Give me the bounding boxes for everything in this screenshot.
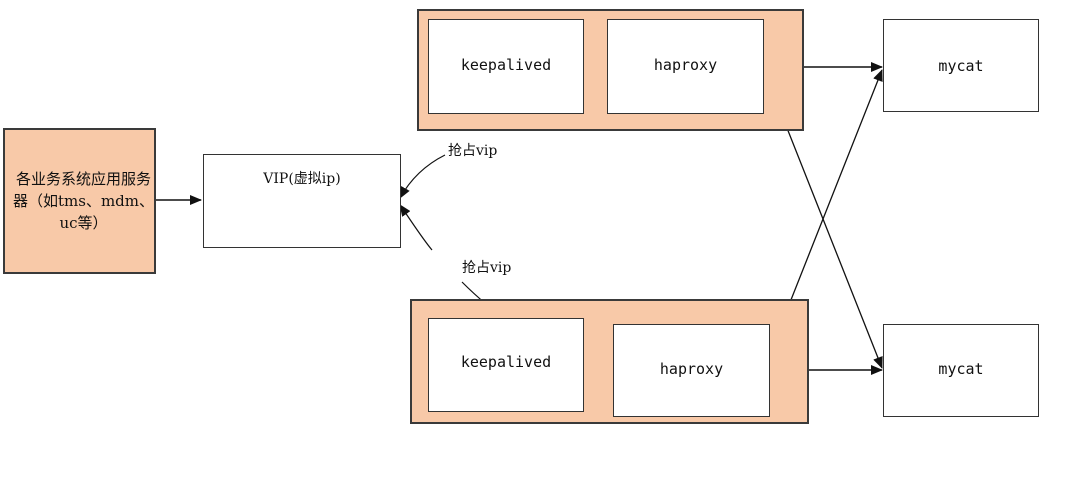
app-server-label: 各业务系统应用服务器（如tms、mdm、uc等） bbox=[13, 170, 154, 232]
mycat-top-box bbox=[883, 19, 1039, 112]
arrow-bottom-grab-vip bbox=[399, 204, 433, 251]
haproxy-bottom-label: haproxy bbox=[659, 360, 724, 378]
keepalived-bottom-box bbox=[428, 318, 584, 412]
vip-label: VIP(虚拟ip) bbox=[263, 171, 341, 187]
mycat-top-label: mycat bbox=[938, 57, 984, 75]
grab-vip-label-bottom: 抢占vip bbox=[462, 260, 512, 276]
keepalived-top-box bbox=[428, 19, 584, 114]
grab-vip-label-top: 抢占vip bbox=[448, 143, 498, 159]
keepalived-bottom-label: keepalived bbox=[460, 353, 552, 371]
app-server-box bbox=[3, 128, 156, 274]
arrow-top-grab-vip bbox=[399, 154, 446, 199]
haproxy-bottom-box bbox=[613, 324, 770, 417]
mycat-bottom-label: mycat bbox=[938, 360, 984, 378]
mycat-bottom-box bbox=[883, 324, 1039, 417]
keepalived-top-label: keepalived bbox=[460, 56, 552, 74]
haproxy-top-box bbox=[607, 19, 764, 114]
vip-box bbox=[203, 154, 401, 248]
haproxy-top-label: haproxy bbox=[653, 56, 718, 74]
